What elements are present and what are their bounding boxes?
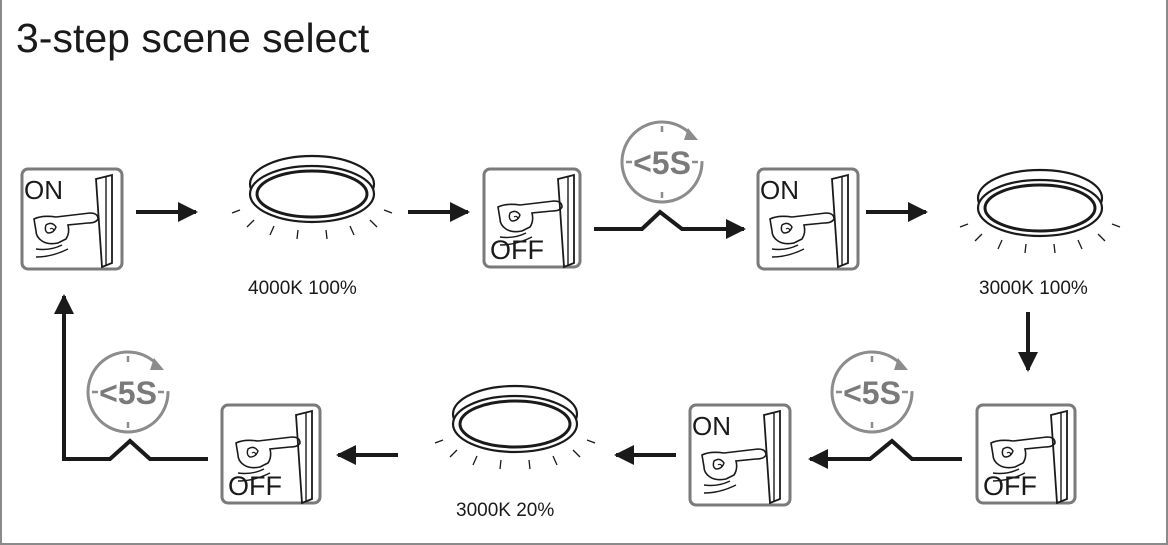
timer-label: <5S [633,145,691,181]
arrow-left [808,438,962,469]
switch-off-1: OFF [482,167,582,269]
switch-off-label: OFF [228,471,282,501]
switch-off-3: OFF [220,403,322,505]
switch-on-3: ON [688,403,792,507]
timer-label: <5S [99,375,157,411]
scene-caption-3: 3000K 20% [456,500,555,521]
page-title: 3-step scene select [16,15,370,61]
scene-caption-2: 3000K 100% [979,278,1088,299]
switch-on-1: ON [20,167,124,271]
timer-label: <5S [843,375,901,411]
timer-icon: <5S [86,350,170,434]
arrow-return-up [54,294,208,461]
scene-caption-1: 4000K 100% [248,278,357,299]
switch-on-2: ON [756,167,860,271]
switch-off-label: OFF [983,471,1037,501]
switch-off-label: OFF [490,235,544,265]
ceiling-lamp-icon [958,168,1122,255]
switch-on-label: ON [760,175,799,205]
ceiling-lamp-icon [433,384,597,471]
switch-on-label: ON [692,411,731,441]
switch-on-label: ON [24,175,63,205]
timer-icon: <5S [830,350,914,434]
ceiling-lamp-icon [230,154,394,241]
timer-icon: <5S [620,120,704,204]
arrow-right [594,209,746,239]
switch-off-2: OFF [975,403,1077,505]
